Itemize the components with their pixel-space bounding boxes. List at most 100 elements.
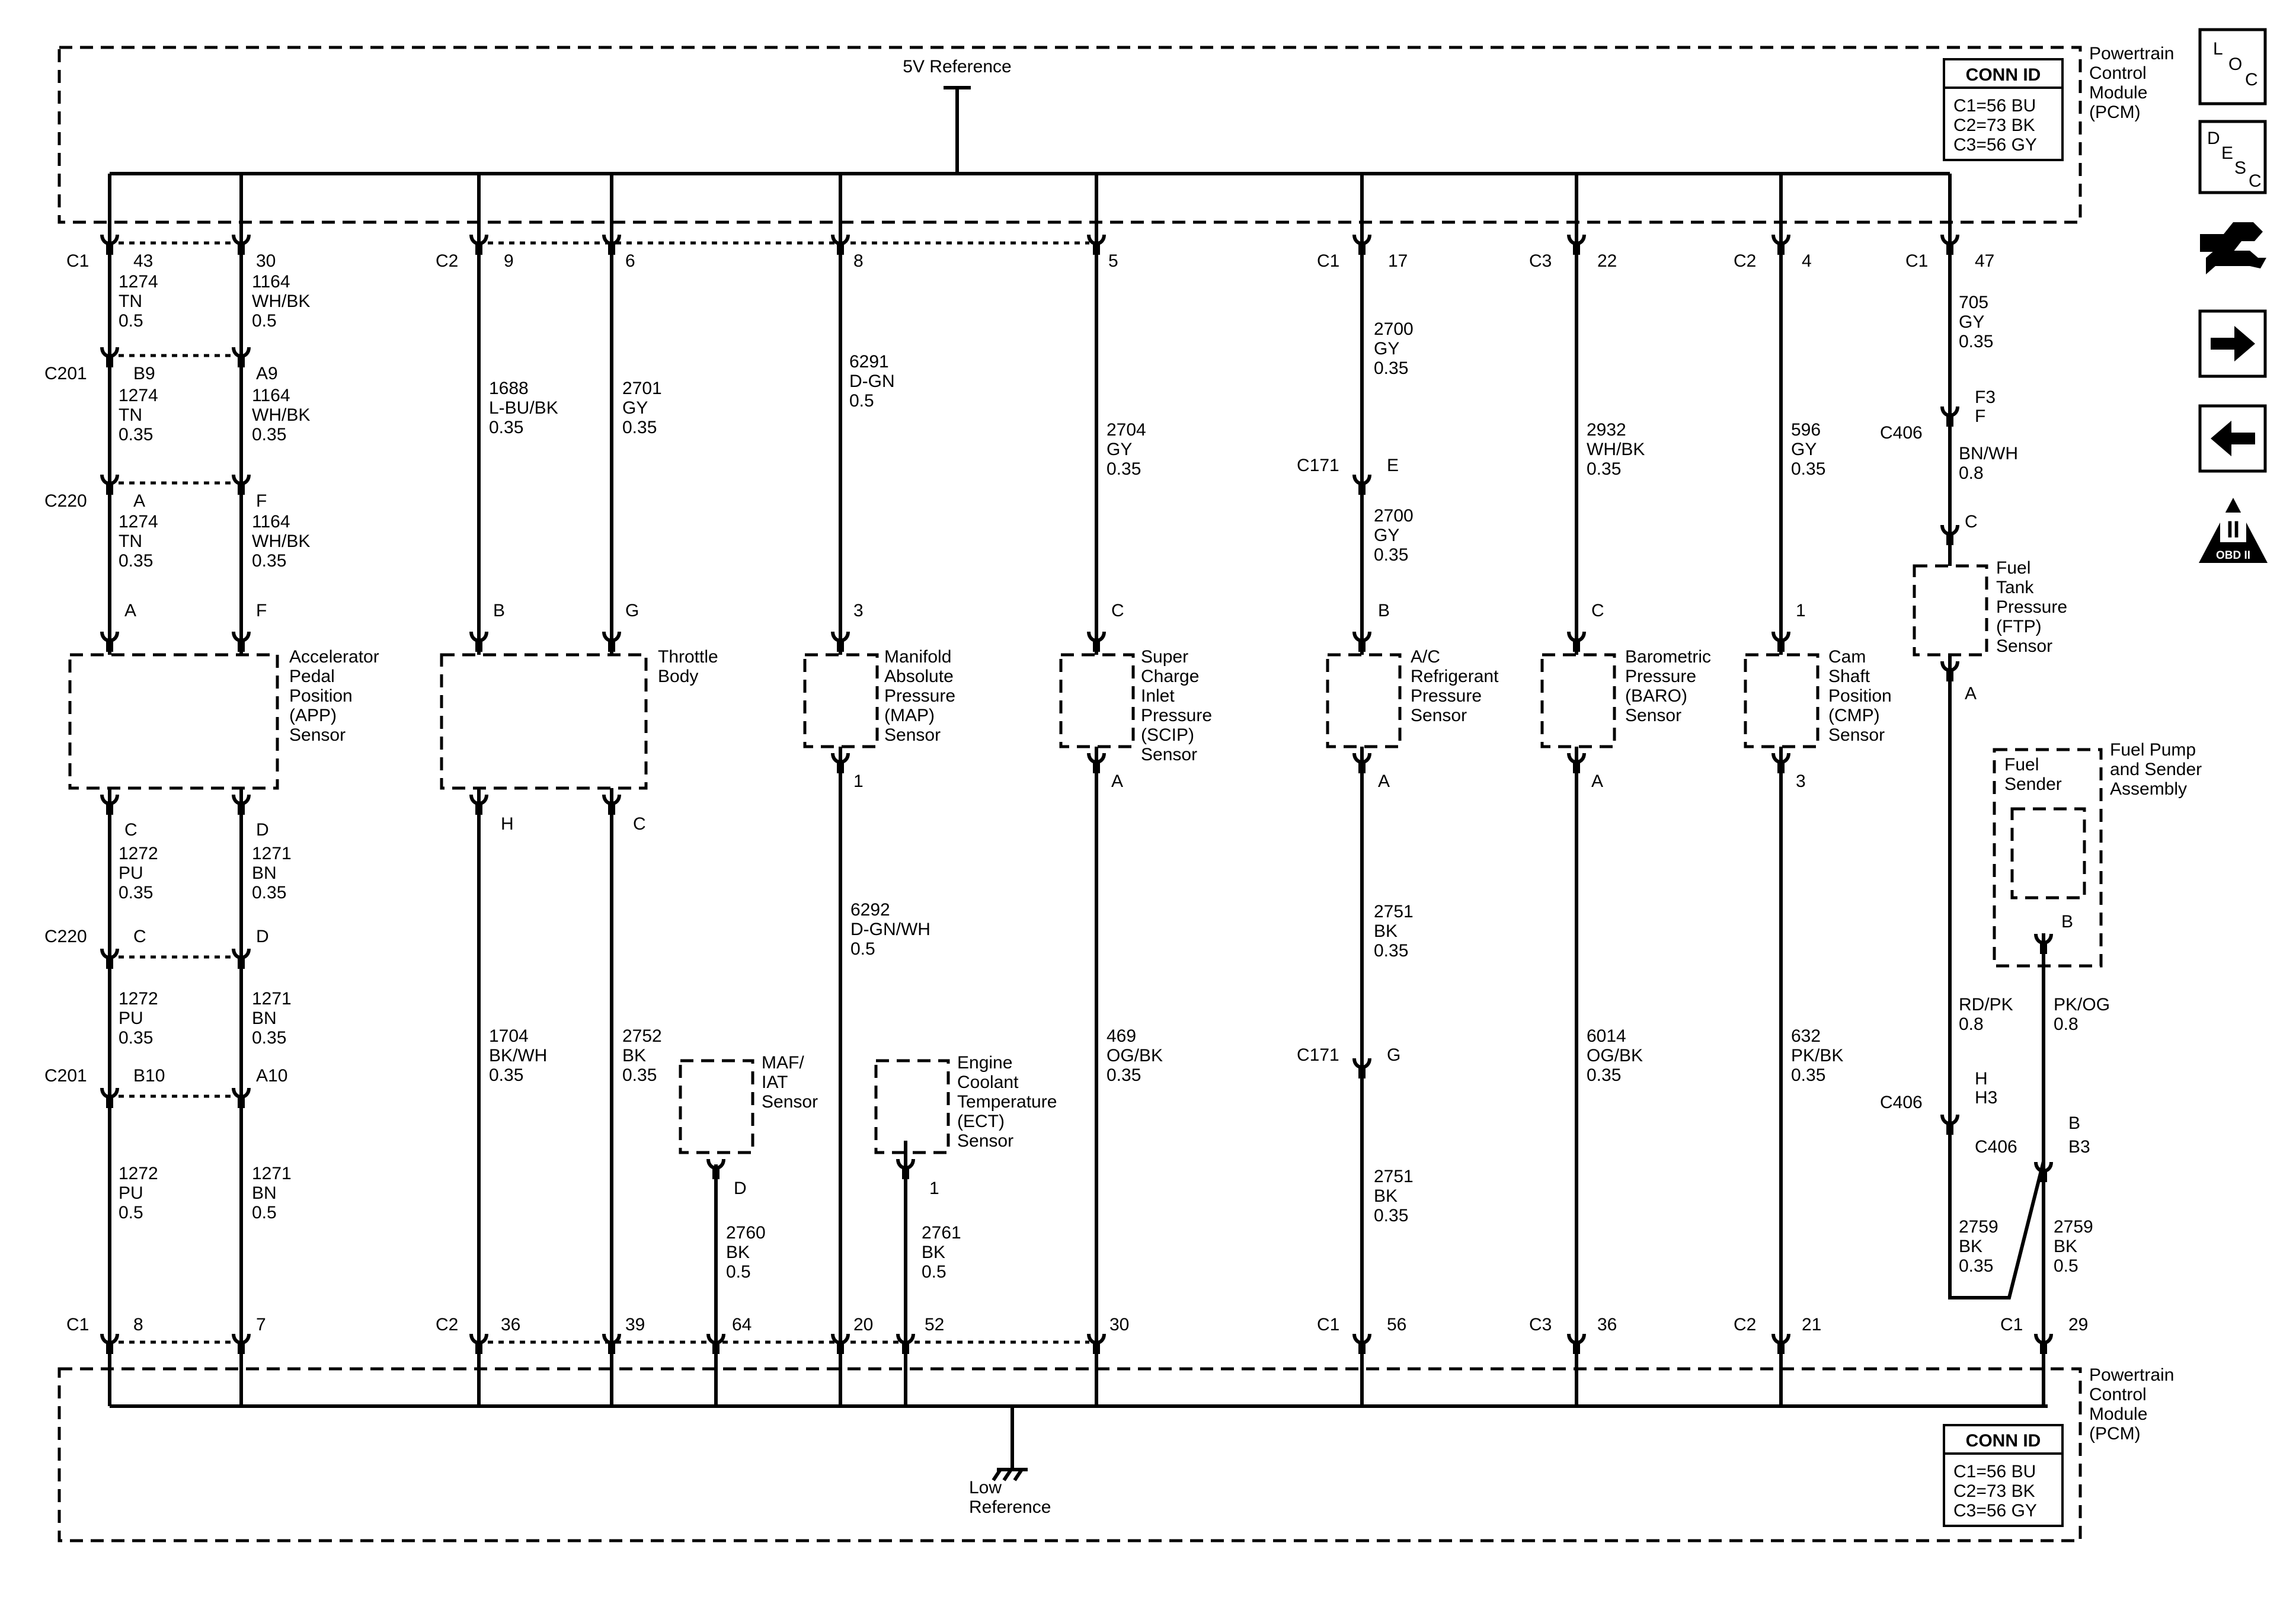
right-arrow-icon — [2211, 326, 2255, 361]
connector-terminal — [100, 1333, 119, 1354]
svg-text:CONN ID: CONN ID — [1966, 1431, 2041, 1451]
pin-label: F — [1975, 406, 1985, 426]
connector-terminal — [602, 631, 621, 652]
svg-text:L: L — [2213, 39, 2223, 59]
pin-label: G — [1387, 1045, 1400, 1065]
connector-terminal — [1567, 631, 1586, 652]
pin-label: 9 — [504, 251, 514, 271]
svg-text:O: O — [2228, 55, 2242, 74]
pin-label: 3 — [853, 601, 864, 620]
pin-label: H — [1975, 1069, 1988, 1089]
connector-terminal — [2034, 1161, 2053, 1182]
pin-label: 36 — [1597, 1315, 1617, 1334]
svg-text:E: E — [2221, 143, 2233, 163]
pin-label: 30 — [256, 251, 276, 271]
pin-label: C — [1965, 512, 1978, 532]
connector-terminal — [831, 1333, 850, 1354]
connector-terminal — [469, 794, 488, 815]
svg-text:C2=73 BK: C2=73 BK — [1953, 1481, 2035, 1501]
pin-label: 8 — [133, 1315, 143, 1334]
connector-terminal — [232, 347, 251, 367]
svg-text:C3=56 GY: C3=56 GY — [1953, 1501, 2037, 1521]
pin-label: C2 — [1734, 1315, 1756, 1334]
pin-label: C220 — [44, 927, 87, 946]
conn-id-top: CONN ID C1=56 BU C2=73 BK C3=56 GY — [1943, 58, 2064, 161]
connector-terminal — [602, 234, 621, 255]
connector-terminal — [469, 631, 488, 652]
pin-label: D — [256, 820, 269, 840]
wire-traces — [108, 174, 2045, 1406]
pin-label: C1 — [1317, 251, 1339, 271]
pin-label: C1 — [1905, 251, 1928, 271]
pin-label: F3 — [1975, 388, 1996, 407]
pin-label: B — [2061, 912, 2073, 932]
connector-terminal — [232, 631, 251, 652]
prev-arrow-button[interactable] — [2198, 404, 2267, 473]
connector-terminal — [232, 234, 251, 255]
pin-label: B — [2068, 1113, 2080, 1133]
pin-label: F — [256, 491, 267, 511]
pin-label: D — [734, 1179, 747, 1198]
pin-label: 21 — [1802, 1315, 1821, 1334]
connector-terminal — [831, 234, 850, 255]
pin-label: B — [493, 601, 505, 620]
pin-label: 6 — [625, 251, 635, 271]
pin-label: C2 — [436, 1315, 458, 1334]
pin-label: B9 — [133, 364, 155, 383]
svg-text:C2=73 BK: C2=73 BK — [1953, 116, 2035, 135]
loc-button[interactable]: L O C — [2198, 28, 2267, 105]
pcm-bottom-name: Powertrain Control Module (PCM) — [2089, 1365, 2179, 1443]
svg-text:CONN ID: CONN ID — [1966, 65, 2041, 85]
pin-label: 43 — [133, 251, 153, 271]
desc-button[interactable]: D E S C — [2198, 120, 2267, 194]
connector-terminal — [602, 1333, 621, 1354]
pin-label: D — [256, 927, 269, 946]
connector-terminal — [602, 794, 621, 815]
connector-terminal — [1352, 753, 1371, 773]
pin-label: C1 — [1317, 1315, 1339, 1334]
pin-label: 64 — [732, 1315, 752, 1334]
pin-label: 36 — [501, 1315, 520, 1334]
pin-label: E — [1387, 456, 1399, 475]
pin-label: H3 — [1975, 1088, 1997, 1108]
connector-terminal — [1940, 524, 1959, 545]
pin-label: C406 — [1880, 1093, 1923, 1112]
pin-label: C201 — [44, 364, 87, 383]
next-arrow-button[interactable] — [2198, 309, 2267, 378]
repair-hand-icon[interactable] — [2200, 222, 2266, 274]
connector-terminal — [1567, 753, 1586, 773]
pcm-top-name: Powertrain Control Module (PCM) — [2089, 44, 2179, 122]
svg-text:C: C — [2249, 171, 2262, 191]
connector-terminal — [1940, 661, 1959, 681]
pin-label: C — [1111, 601, 1124, 620]
connector-terminal — [831, 631, 850, 652]
obd-ii-icon[interactable]: II OBD II — [2199, 498, 2268, 563]
connector-terminal — [1771, 1333, 1790, 1354]
